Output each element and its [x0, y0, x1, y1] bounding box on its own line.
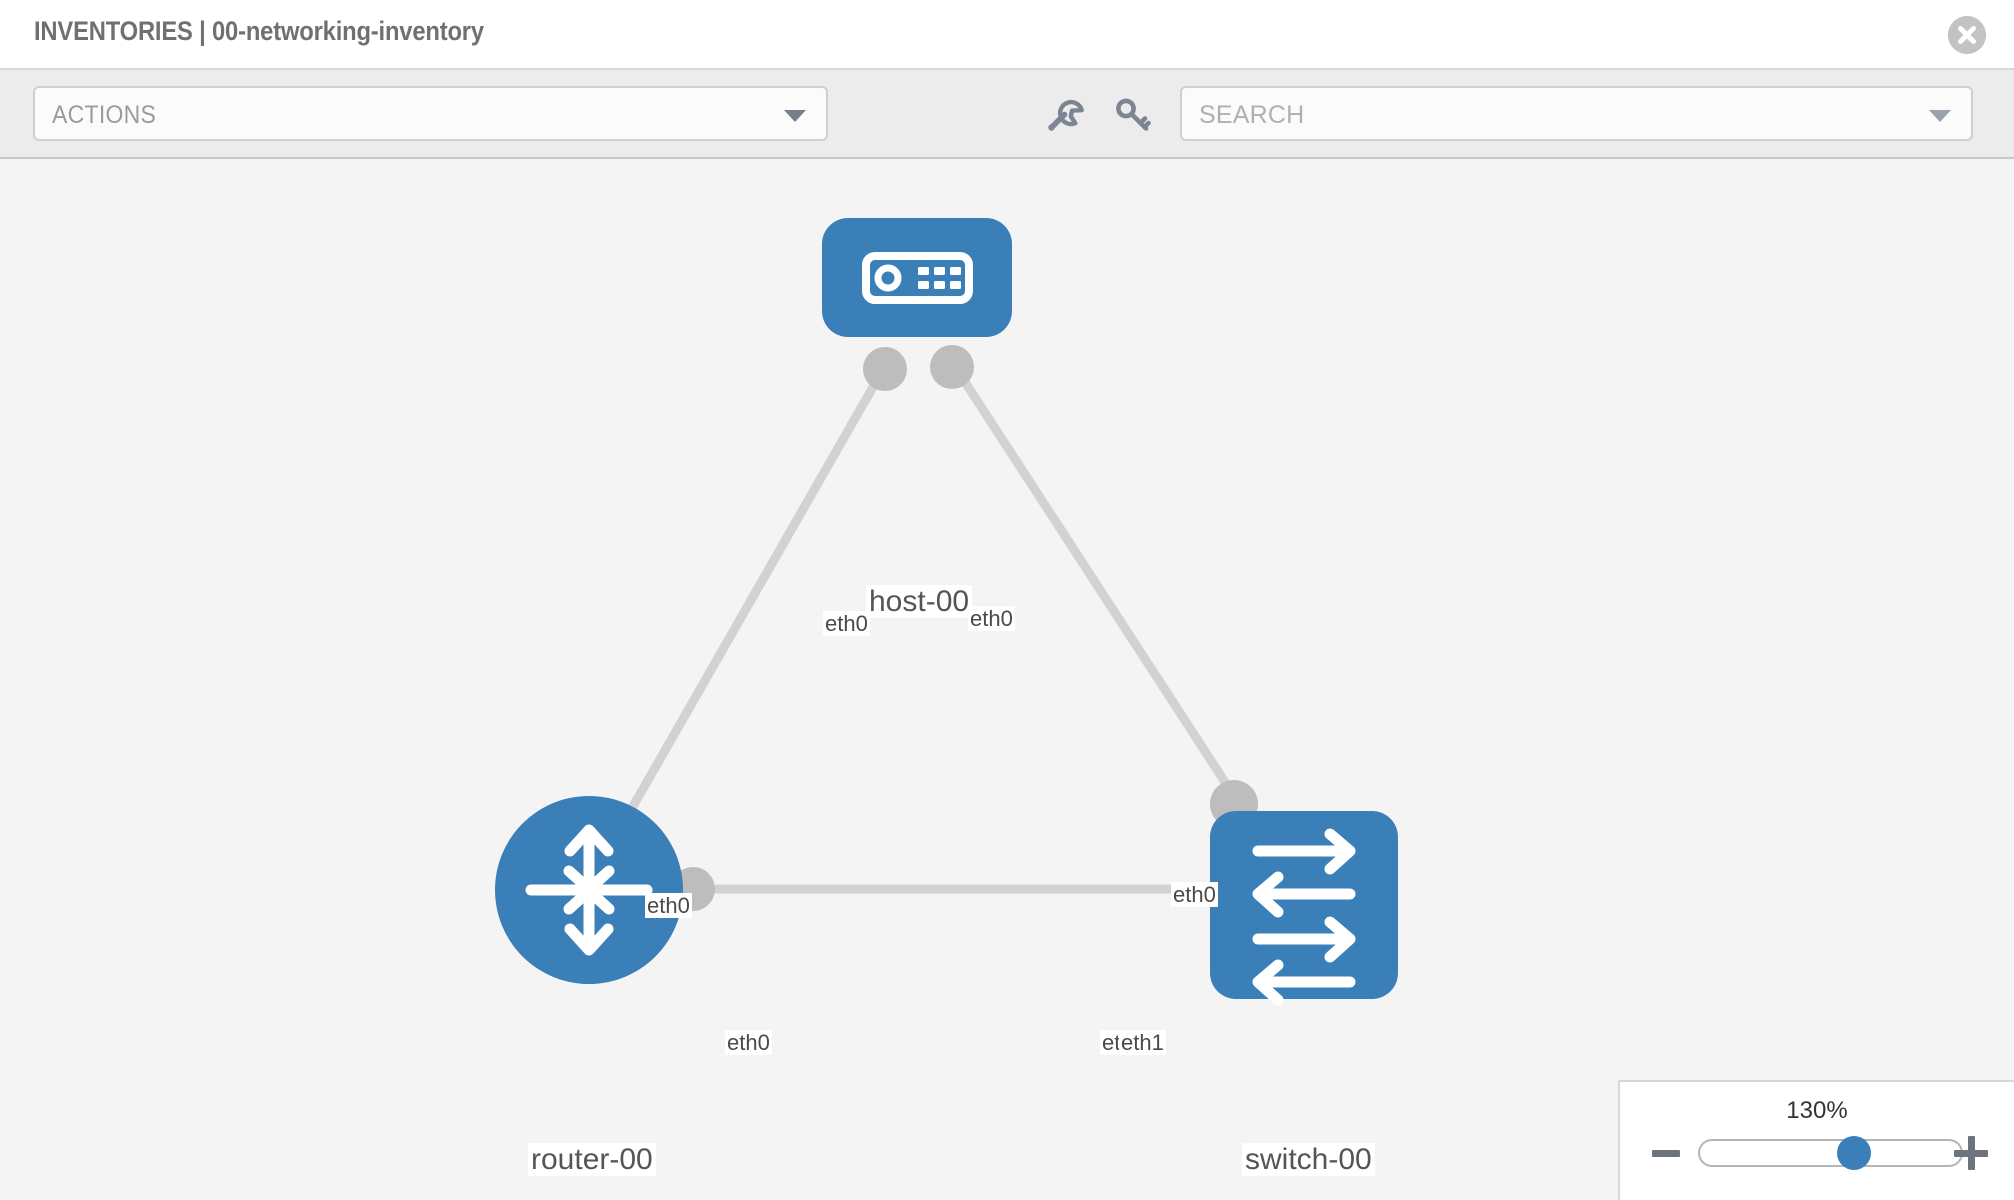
- zoom-in-button[interactable]: [1954, 1136, 1988, 1170]
- actions-dropdown-label: ACTIONS: [52, 101, 157, 129]
- node-switch-00[interactable]: [1210, 811, 1398, 1006]
- node-host-00[interactable]: [822, 218, 1012, 337]
- port-label: eth0: [968, 606, 1015, 632]
- node-label-switch-00: switch-00: [1242, 1143, 1375, 1176]
- toolbar: ACTIONS SEARCH: [0, 70, 2014, 159]
- port-label: eth1: [1119, 1030, 1166, 1056]
- key-icon: [1116, 98, 1151, 131]
- topology-canvas[interactable]: host-00 router-00 switch-00 eth0 eth0 et…: [0, 159, 2014, 1200]
- router-arrows-icon: [525, 824, 653, 956]
- chevron-down-icon: [784, 110, 806, 122]
- port-label: eth0: [725, 1030, 772, 1056]
- close-button[interactable]: [1948, 16, 1986, 54]
- key-button[interactable]: [1112, 94, 1154, 136]
- port-label: eth0: [1171, 882, 1218, 908]
- zoom-level-value: 130%: [1786, 1097, 1848, 1124]
- zoom-slider[interactable]: [1698, 1136, 1963, 1170]
- search-placeholder: SEARCH: [1199, 101, 1305, 129]
- search-input[interactable]: SEARCH: [1180, 86, 1973, 141]
- port-label: eth0: [823, 611, 870, 637]
- window-header: INVENTORIES | 00-networking-inventory: [0, 0, 2014, 70]
- topology-graph: [495, 218, 1398, 1006]
- node-router-00[interactable]: [495, 796, 683, 984]
- node-label-router-00: router-00: [528, 1143, 656, 1176]
- port-label: eth0: [645, 893, 692, 919]
- node-label-host-00: host-00: [866, 585, 973, 618]
- server-icon: [862, 252, 973, 304]
- port-dot[interactable]: [863, 347, 907, 391]
- zoom-slider-handle[interactable]: [1836, 1136, 1871, 1170]
- page-title: INVENTORIES | 00-networking-inventory: [34, 16, 484, 46]
- zoom-out-button[interactable]: [1652, 1150, 1680, 1157]
- link-host00-switch00[interactable]: [946, 356, 1279, 862]
- topology-links: [596, 356, 1279, 894]
- close-circle-icon: [1948, 16, 1986, 54]
- link-host00-router00[interactable]: [596, 356, 893, 867]
- switch-arrows-icon: [1252, 828, 1356, 1006]
- wrench-icon: [1048, 99, 1084, 131]
- zoom-control-panel: 130%: [1618, 1080, 2014, 1200]
- port-dot[interactable]: [930, 345, 974, 389]
- topology-ports: [671, 345, 1258, 911]
- actions-dropdown[interactable]: ACTIONS: [33, 86, 828, 141]
- wrench-button[interactable]: [1043, 94, 1085, 136]
- chevron-down-icon: [1929, 110, 1951, 122]
